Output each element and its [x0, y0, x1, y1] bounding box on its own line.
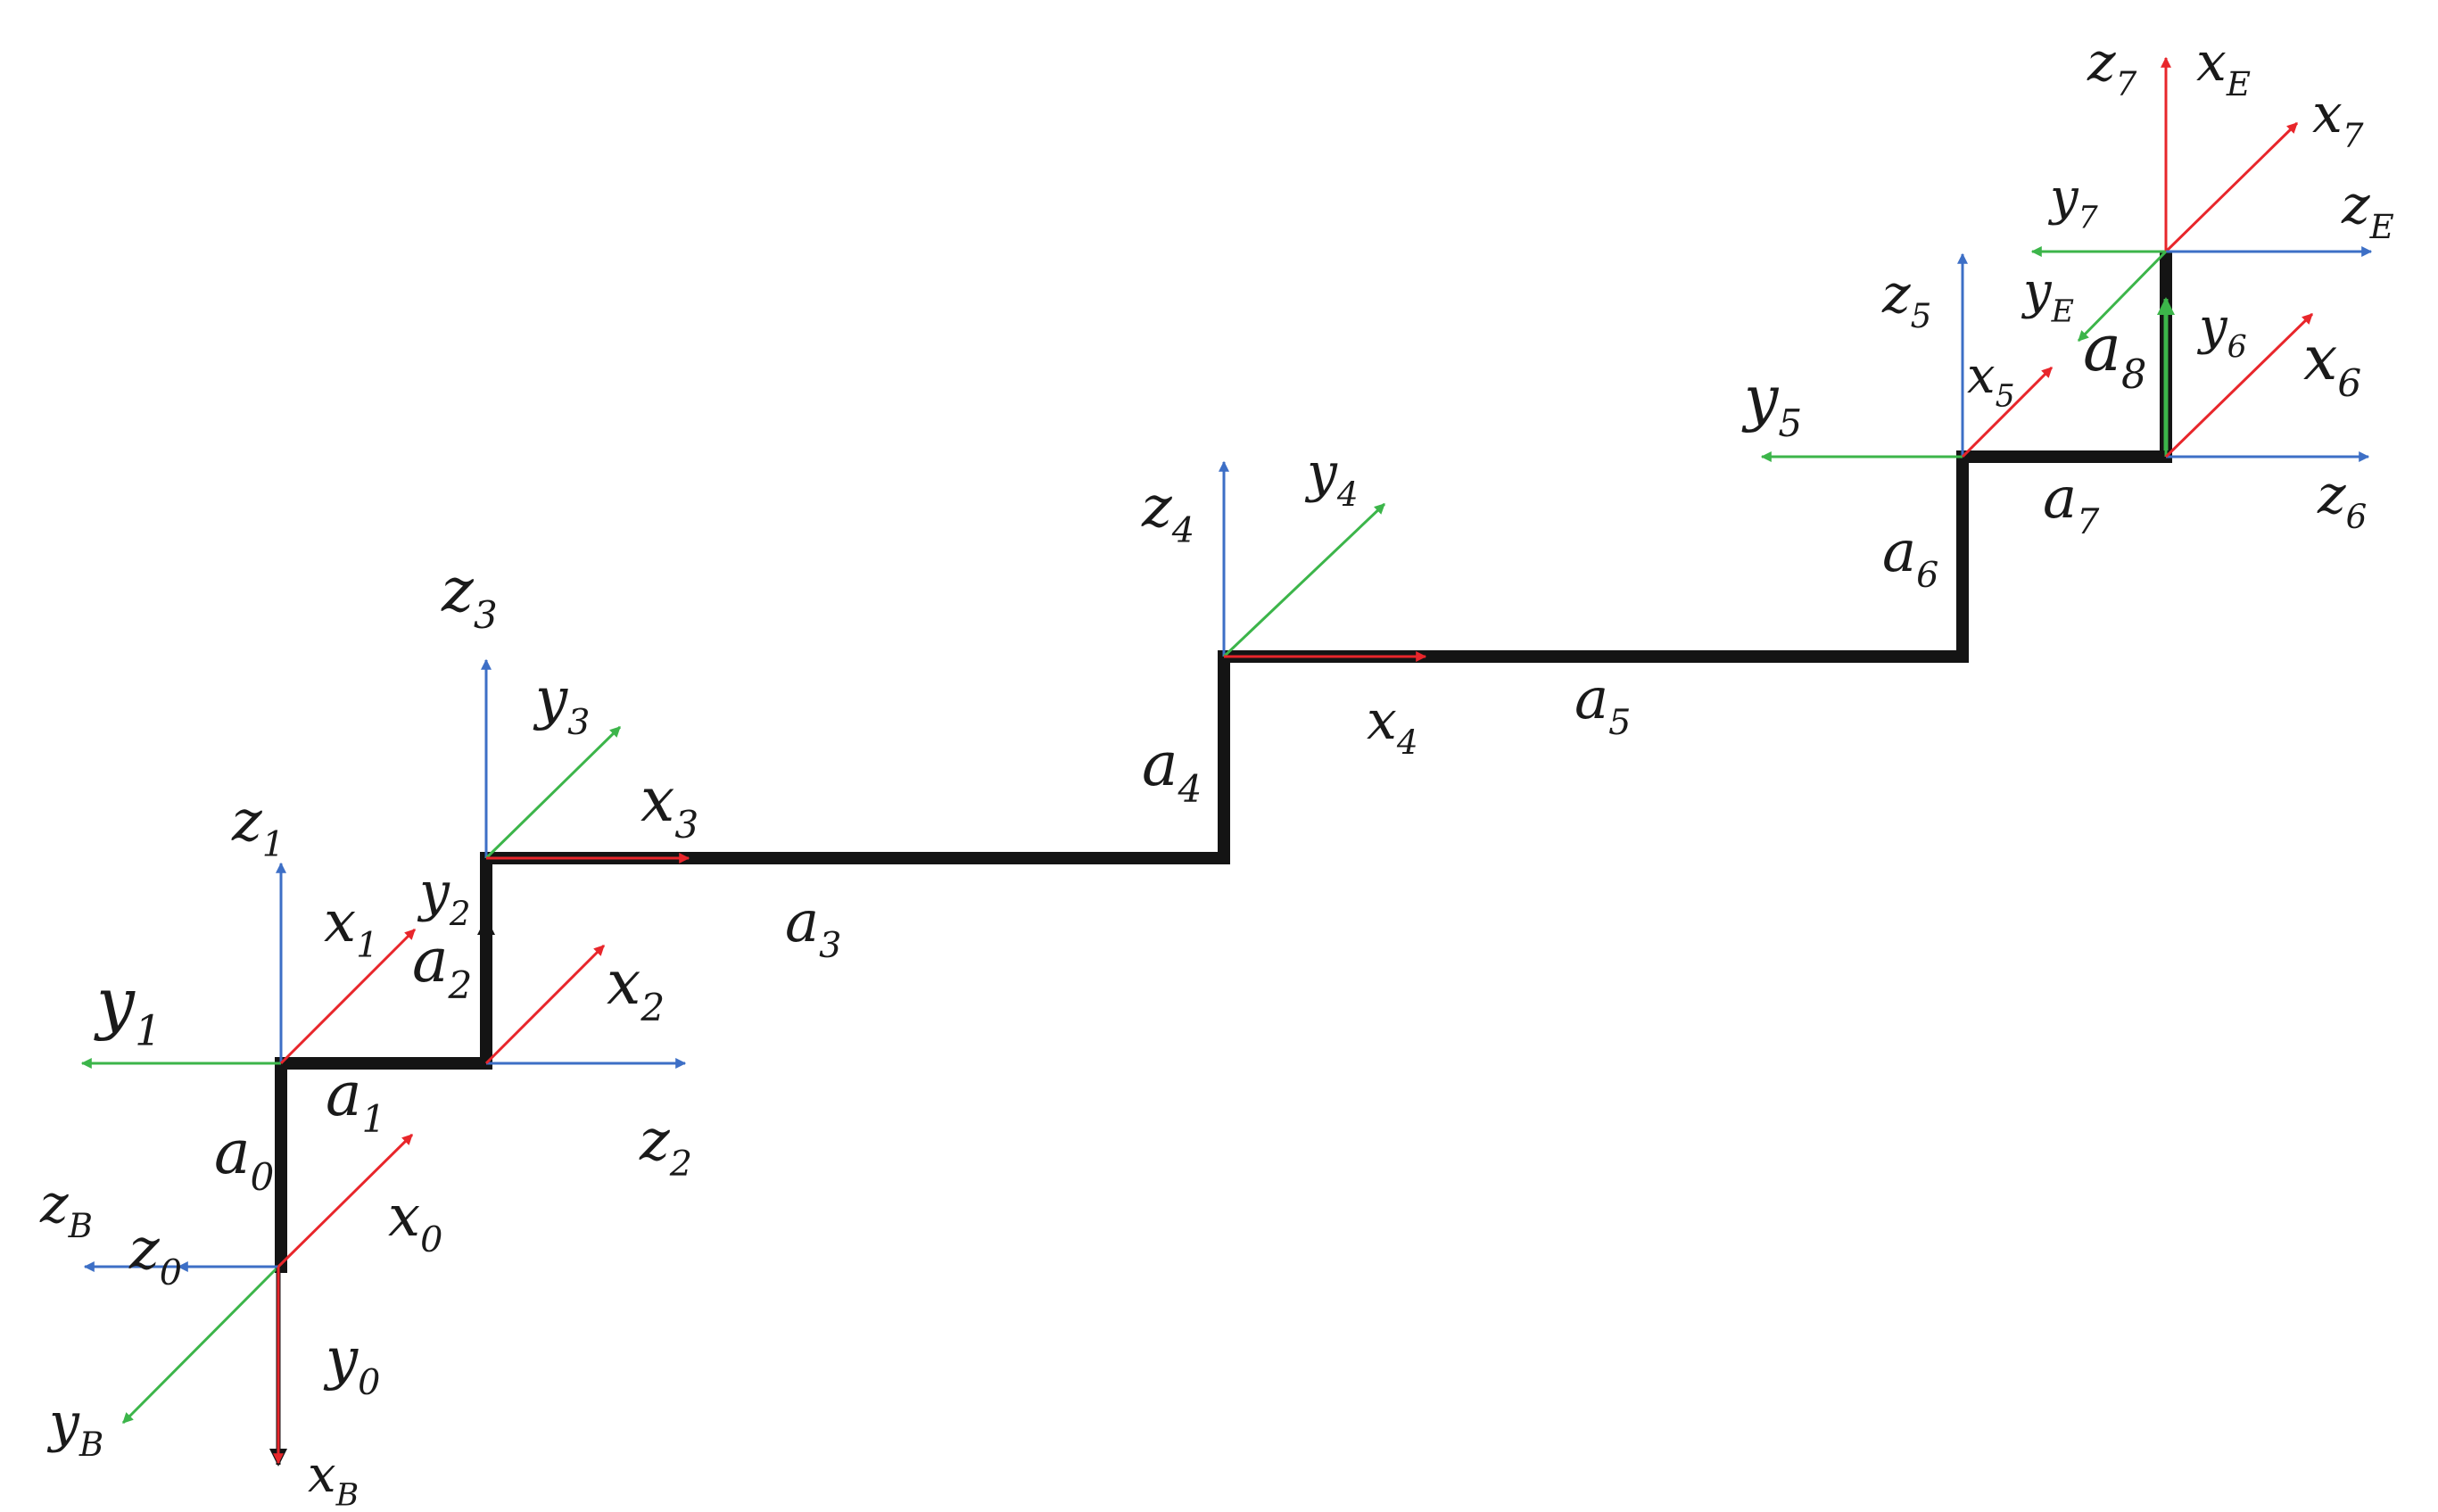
- link-a4-label: a4: [1142, 730, 1202, 811]
- axis-x7-arrow: [2164, 121, 2299, 253]
- axis-yE-label: yE: [2021, 262, 2074, 330]
- axis-yB-arrow: [121, 1265, 280, 1425]
- axis-z0-label: z0: [128, 1217, 182, 1293]
- axis-x4-label: x4: [1367, 690, 1418, 762]
- axis-x2-label: x2: [607, 948, 665, 1029]
- axis-z6-label: z6: [2317, 464, 2367, 536]
- axis-y0-label: y0: [323, 1326, 380, 1403]
- axis-x5-arrow: [1961, 366, 2054, 459]
- axis-xB-label: xB: [308, 1446, 359, 1512]
- axis-y7-label: y7: [2047, 169, 2099, 236]
- axis-y1-label: y1: [94, 963, 161, 1055]
- link-a3-label: a3: [785, 889, 841, 966]
- axis-y5-label: y5: [1741, 364, 1802, 445]
- axis-x1-arrow: [279, 928, 417, 1065]
- axis-z5-label: z5: [1881, 263, 1931, 335]
- kinematic-chain-link: [275, 252, 2172, 1273]
- axis-xE-label: xE: [2196, 31, 2251, 103]
- link-a6-label: a6: [1882, 519, 1938, 596]
- axis-y3-arrow: [484, 725, 622, 860]
- link-a1-label: a1: [326, 1060, 385, 1141]
- axis-y2-label: y2: [417, 861, 471, 933]
- axis-yE-arrow: [2077, 250, 2168, 343]
- link-a7-label: a7: [2043, 466, 2100, 542]
- axis-x0-arrow: [277, 1133, 414, 1268]
- axis-x3-label: x3: [640, 765, 698, 847]
- axis-x1-label: x1: [324, 889, 378, 966]
- axis-y3-label: y3: [533, 666, 590, 743]
- axis-y4-label: y4: [1304, 442, 1359, 514]
- axis-z4-label: z4: [1141, 475, 1194, 551]
- link-a0-label: a0: [214, 1118, 274, 1199]
- axis-x0-label: x0: [388, 1184, 442, 1260]
- link-a2-label: a2: [412, 926, 472, 1007]
- axis-y4-arrow: [1222, 502, 1386, 658]
- axis-z3-label: z3: [441, 556, 498, 637]
- axis-x2-arrow: [484, 944, 606, 1065]
- axis-z1-label: z1: [231, 789, 285, 865]
- axis-y6-label: y6: [2196, 298, 2247, 366]
- axis-x7-label: x7: [2312, 83, 2364, 155]
- link-a5-label: a5: [1574, 666, 1631, 743]
- axis-zB-label: zB: [39, 1173, 93, 1245]
- axis-z7-label: z7: [2087, 31, 2137, 103]
- axis-yB-label: yB: [46, 1392, 103, 1464]
- axis-x6-arrow: [2164, 312, 2314, 459]
- link-a8-label: a8: [2083, 310, 2146, 398]
- axis-x6-label: x6: [2303, 324, 2361, 405]
- axis-z2-label: z2: [639, 1108, 692, 1185]
- axis-x5-label: x5: [1967, 347, 2015, 415]
- axis-zE-label: zE: [2341, 174, 2394, 246]
